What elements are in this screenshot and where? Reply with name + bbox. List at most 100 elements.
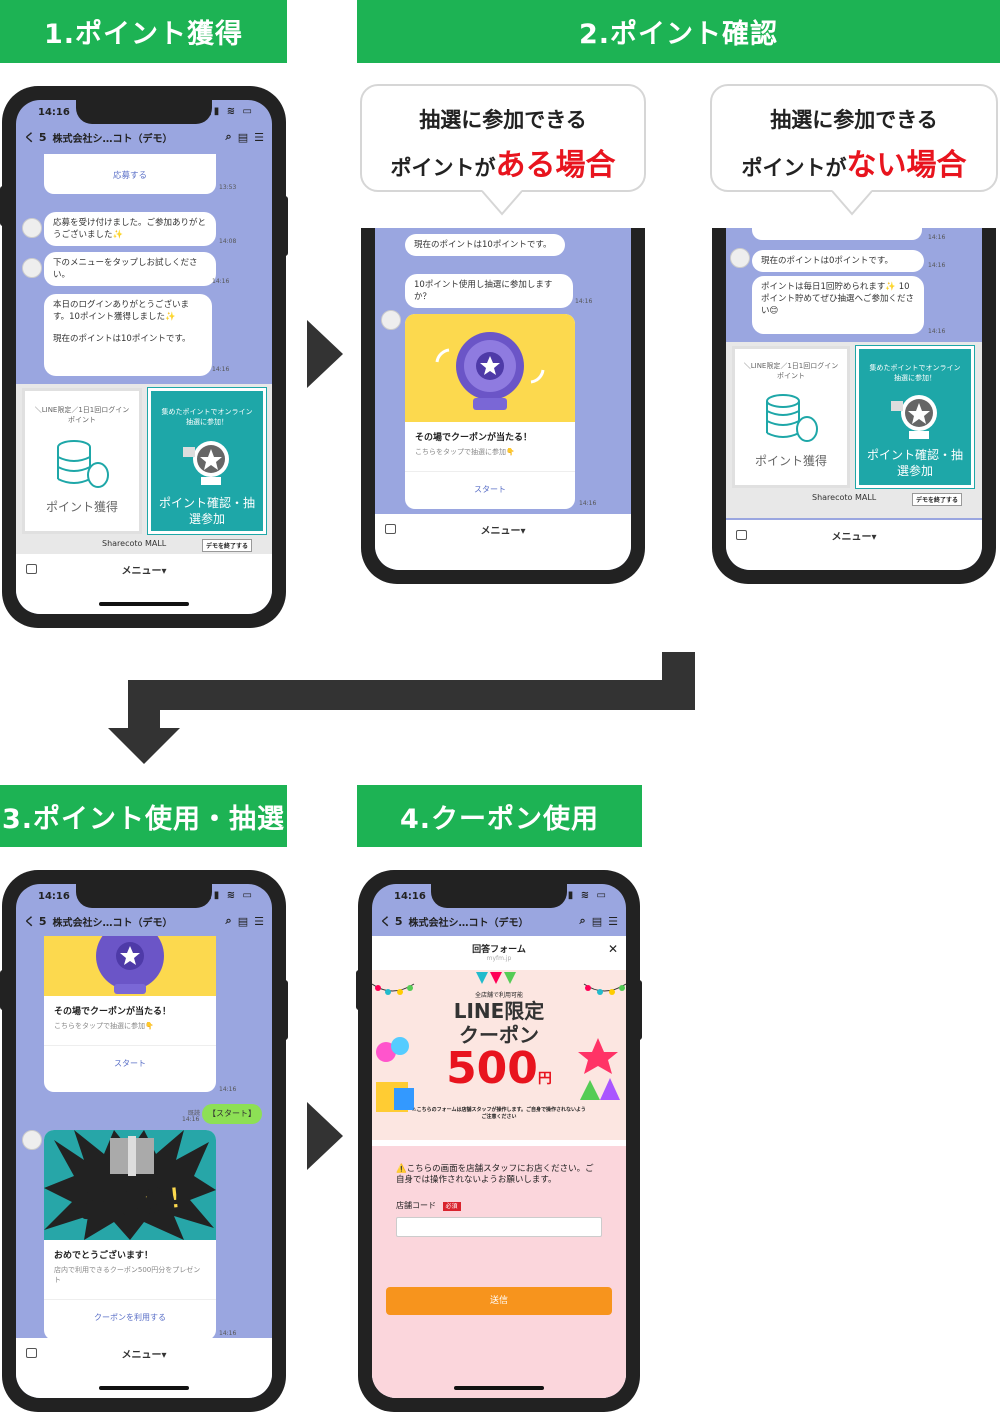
coins-icon [766, 394, 818, 442]
avatar [22, 1130, 42, 1150]
phone-step4: 14:16▮▮ ≋ ▭ く 5 株式会社シ…コト（デモ） ⌕ ▤ ☰ 回答フォー… [356, 870, 642, 1412]
chat-title: 株式会社シ…コト（デモ） [408, 917, 529, 929]
start-button[interactable]: スタート [405, 471, 575, 495]
chat-header: く 5 株式会社シ…コト（デモ） ⌕ ▤ ☰ [16, 908, 272, 934]
apply-card: 応募する [44, 154, 216, 194]
use-coupon-button[interactable]: クーポンを利用する [44, 1299, 216, 1323]
chat-header: く 5 株式会社シ…コト（デモ） ⌕ ▤ ☰ [372, 908, 626, 934]
message-bubble: 応募を受け付けました。ご参加ありがとうございました✨ [44, 212, 216, 246]
message-bubble: 10ポイント使用し抽選に参加しますか？ [405, 274, 573, 308]
lottery-card-image [405, 314, 575, 422]
avatar [22, 258, 42, 278]
rich-menu-check-points[interactable]: 集めたポイントでオンライン抽選に参加！ ポイント確認・抽選参加 [147, 387, 267, 535]
rich-menu-check-points[interactable]: 集めたポイントでオンライン抽選に参加！ ポイント確認・抽選参加 [855, 345, 975, 489]
bottom-bar: メニュー▾ [16, 554, 272, 614]
end-demo-button[interactable]: デモを終了する [202, 539, 253, 552]
step-4-banner: 4.クーポン使用 [357, 785, 642, 847]
user-message-bubble: 【スタート】 [202, 1104, 262, 1124]
form-sheet: 回答フォーム myfm.jp ✕ 全店舗で利用可能 LINE限定 クーポン [372, 936, 626, 1398]
form-body: ⚠️こちらの画面を店舗スタッフにお店ください。ご自身では操作されないようお願いし… [372, 1146, 626, 1398]
hamburger-icon[interactable]: ☰ [608, 914, 618, 928]
callout-line1: 抽選に参加できる [770, 108, 938, 132]
callout-no-points: 抽選に参加できる ポイントがない場合 [710, 84, 998, 192]
phone-step2-has-points: 現在のポイントは10ポイントです。 10ポイント使用し抽選に参加しますか？ 14… [361, 228, 645, 584]
phone-step1: 14:16▮▮ ≋ ▭ く 5 株式会社シ…コト（デモ） ⌕ ▤ ☰ 応募する … [0, 86, 288, 628]
chat-title: 株式会社シ…コト（デモ） [52, 133, 173, 145]
rich-menu: ＼LINE限定／1日1回ログインポイント ポイント獲得 集めたポイントでオンライ… [726, 342, 982, 518]
step-2-banner: 2.ポイント確認 [357, 0, 1000, 63]
hamburger-icon[interactable]: ☰ [254, 130, 264, 144]
message-bubble [752, 228, 922, 240]
avatar [381, 310, 401, 330]
rich-menu: ＼LINE限定／1日1回ログインポイント ポイント獲得 集めたポイントでオンライ… [16, 384, 272, 554]
lottery-wheel-icon [183, 441, 229, 485]
home-indicator [99, 1386, 189, 1390]
step-3-banner: 3.ポイント使用・抽選 [0, 785, 287, 847]
apply-button[interactable]: 応募する [112, 171, 147, 181]
rich-menu-footer: Sharecoto MALL デモを終了する [16, 538, 272, 552]
phone-step2-no-points: 14:16 現在のポイントは0ポイントです。 14:16 ポイントは毎日1回貯め… [712, 228, 996, 584]
lottery-wheel-icon [96, 936, 164, 994]
win-card[interactable]: あたり! おめでとうございます！ 店内で利用できるクーポン500円分をプレゼント… [44, 1130, 216, 1340]
keyboard-icon[interactable] [26, 564, 37, 574]
callout-line1: 抽選に参加できる [419, 108, 587, 132]
callout-pointer [482, 190, 522, 216]
warning-text: ⚠️こちらの画面を店舗スタッフにお店ください。ご自身では操作されないようお願いし… [396, 1164, 594, 1185]
menu-toggle[interactable]: メニュー▾ [121, 566, 167, 577]
back-button[interactable]: く 5 [380, 915, 403, 928]
required-badge: 必須 [442, 1202, 461, 1211]
start-button[interactable]: スタート [44, 1045, 216, 1069]
submit-button[interactable]: 送信 [386, 1287, 612, 1315]
message-bubble: ポイントは毎日1回貯められます✨ 10ポイント貯めてぜひ抽選へご参加ください😊 [752, 276, 924, 334]
callout-line2: ポイントがない場合 [741, 148, 967, 183]
rich-menu-earn-points[interactable]: ＼LINE限定／1日1回ログインポイント ポイント獲得 [22, 388, 142, 534]
end-demo-button[interactable]: デモを終了する [912, 493, 963, 506]
home-indicator [454, 1386, 544, 1390]
keyboard-icon[interactable] [736, 530, 747, 540]
home-indicator [99, 602, 189, 606]
bottom-bar: メニュー▾ [726, 520, 982, 570]
party-decoration-icon [372, 972, 626, 1112]
back-button[interactable]: く 5 [24, 915, 47, 928]
arrow-right-icon [307, 1102, 343, 1170]
notes-icon[interactable]: ▤ [237, 914, 249, 928]
lottery-card[interactable]: その場でクーポンが当たる！ こちらをタップで抽選に参加👇 スタート [44, 936, 216, 1092]
menu-toggle[interactable]: メニュー▾ [480, 526, 526, 537]
phone-step3: 14:16▮▮ ≋ ▭ く 5 株式会社シ…コト（デモ） ⌕ ▤ ☰ その場でク… [0, 870, 288, 1412]
hamburger-icon[interactable]: ☰ [254, 914, 264, 928]
keyboard-icon[interactable] [26, 1348, 37, 1358]
arrow-down-flow-icon [108, 652, 695, 764]
menu-toggle[interactable]: メニュー▾ [831, 532, 877, 543]
rich-menu-footer: Sharecoto MALL デモを終了する [726, 492, 982, 506]
search-icon[interactable]: ⌕ [225, 914, 232, 927]
chat-header: く 5 株式会社シ…コト（デモ） ⌕ ▤ ☰ [16, 124, 272, 150]
lottery-card[interactable]: その場でクーポンが当たる！ こちらをタップで抽選に参加👇 スタート [405, 314, 575, 509]
keyboard-icon[interactable] [385, 524, 396, 534]
callout-line2: ポイントがある場合 [390, 148, 616, 183]
message-bubble: 現在のポイントは0ポイントです。 [752, 250, 924, 272]
menu-toggle[interactable]: メニュー▾ [121, 1350, 167, 1361]
back-button[interactable]: く 5 [24, 131, 47, 144]
form-title: 回答フォーム [472, 945, 526, 955]
step-1-banner: 1.ポイント獲得 [0, 0, 287, 63]
callout-has-points: 抽選に参加できる ポイントがある場合 [360, 84, 646, 192]
message-bubble: 下のメニューをタップしお試しください。 [44, 252, 216, 286]
close-icon[interactable]: ✕ [607, 942, 618, 956]
field-label: 店舗コード [396, 1201, 436, 1210]
win-burst-icon [44, 1130, 216, 1240]
message-bubble: 本日のログインありがとうございます。10ポイント獲得しました✨ 現在のポイントは… [44, 294, 212, 376]
lottery-wheel-icon [891, 395, 937, 439]
chat-title: 株式会社シ…コト（デモ） [52, 917, 173, 929]
notes-icon[interactable]: ▤ [591, 914, 603, 928]
coupon-banner: 全店舗で利用可能 LINE限定 クーポン 500円 ⚠こちらのフォームは店舗スタ… [372, 970, 626, 1140]
lottery-wheel-icon [435, 332, 545, 410]
coins-icon [57, 440, 109, 488]
notes-icon[interactable]: ▤ [237, 130, 249, 144]
search-icon[interactable]: ⌕ [225, 130, 232, 143]
bottom-bar: メニュー▾ [375, 514, 631, 570]
search-icon[interactable]: ⌕ [579, 914, 586, 927]
store-code-input[interactable] [396, 1217, 602, 1237]
avatar [730, 248, 750, 268]
rich-menu-earn-points[interactable]: ＼LINE限定／1日1回ログインポイント ポイント獲得 [732, 346, 850, 488]
message-bubble: 現在のポイントは10ポイントです。 [405, 234, 565, 256]
